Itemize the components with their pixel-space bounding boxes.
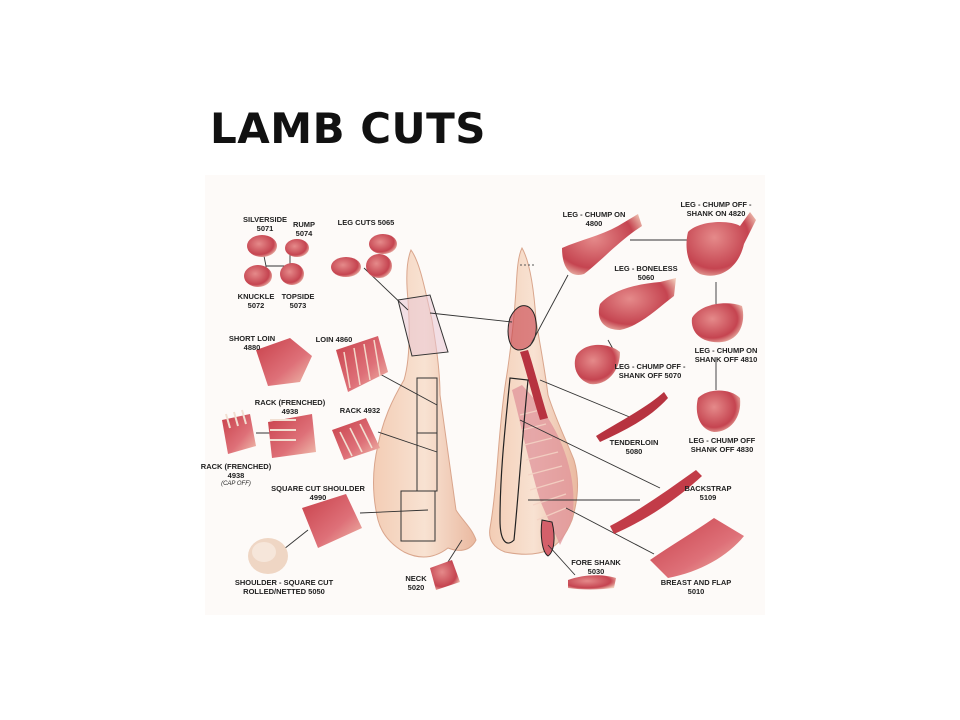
leg-boneless-cut bbox=[598, 278, 676, 330]
tenderloin-cut bbox=[596, 392, 668, 442]
cap-off-note: (CAP OFF) bbox=[221, 481, 251, 487]
inner-backstrap-outline bbox=[499, 377, 529, 544]
square-cut-shoulder-cut bbox=[302, 494, 362, 548]
leg-cuts-2 bbox=[369, 234, 397, 254]
label-rack-frenched: RACK (FRENCHED)4938 bbox=[254, 398, 326, 416]
leg-cuts-3 bbox=[366, 254, 392, 278]
leg-chump-off-shank-off-4830-cut bbox=[696, 390, 741, 432]
backstrap-cut bbox=[610, 470, 702, 534]
label-leg-cuts: LEG CUTS 5065 bbox=[337, 218, 395, 227]
outer-leg-outline bbox=[397, 294, 449, 357]
inner-leg-outline bbox=[507, 305, 537, 351]
leg-chump-off-shank-off-cut bbox=[574, 344, 620, 385]
topside-cut bbox=[280, 263, 304, 285]
fore-shank-cut bbox=[568, 575, 616, 590]
outer-shoulder-box bbox=[400, 490, 436, 542]
rump-cut bbox=[285, 239, 309, 257]
label-loin: LOIN 4860 bbox=[315, 335, 353, 344]
rack-frenched-cut bbox=[268, 414, 316, 458]
breast-and-flap-cut bbox=[650, 518, 744, 578]
leg-chump-off-shank-on-cut bbox=[686, 212, 756, 276]
leg-cuts-1 bbox=[331, 257, 361, 277]
leg-chump-on-cut bbox=[562, 214, 642, 275]
label-rack-frenched-cap-off: RACK (FRENCHED)4938 (CAP OFF) bbox=[200, 462, 272, 487]
knuckle-cut bbox=[244, 265, 272, 287]
neck-cut bbox=[430, 560, 460, 590]
label-leg-chump-off-shank-off: LEG - CHUMP OFF -SHANK OFF 5070 bbox=[614, 362, 686, 380]
label-rack: RACK 4932 bbox=[339, 406, 381, 415]
silverside-cut bbox=[247, 235, 277, 257]
leg-chump-on-shank-off-cut bbox=[691, 303, 744, 343]
rack-frenched-cap-off-cut bbox=[222, 414, 256, 454]
cut-thumbnails bbox=[222, 212, 756, 590]
short-loin-cut bbox=[256, 338, 312, 386]
page-title: LAMB CUTS bbox=[210, 104, 487, 153]
carcass-outer-view bbox=[373, 248, 477, 558]
carcass-inner-view bbox=[489, 246, 579, 557]
label-leg-chump-off-shank-on: LEG - CHUMP OFF -SHANK ON 4820 bbox=[680, 200, 752, 218]
inner-shank-outline bbox=[540, 519, 555, 557]
